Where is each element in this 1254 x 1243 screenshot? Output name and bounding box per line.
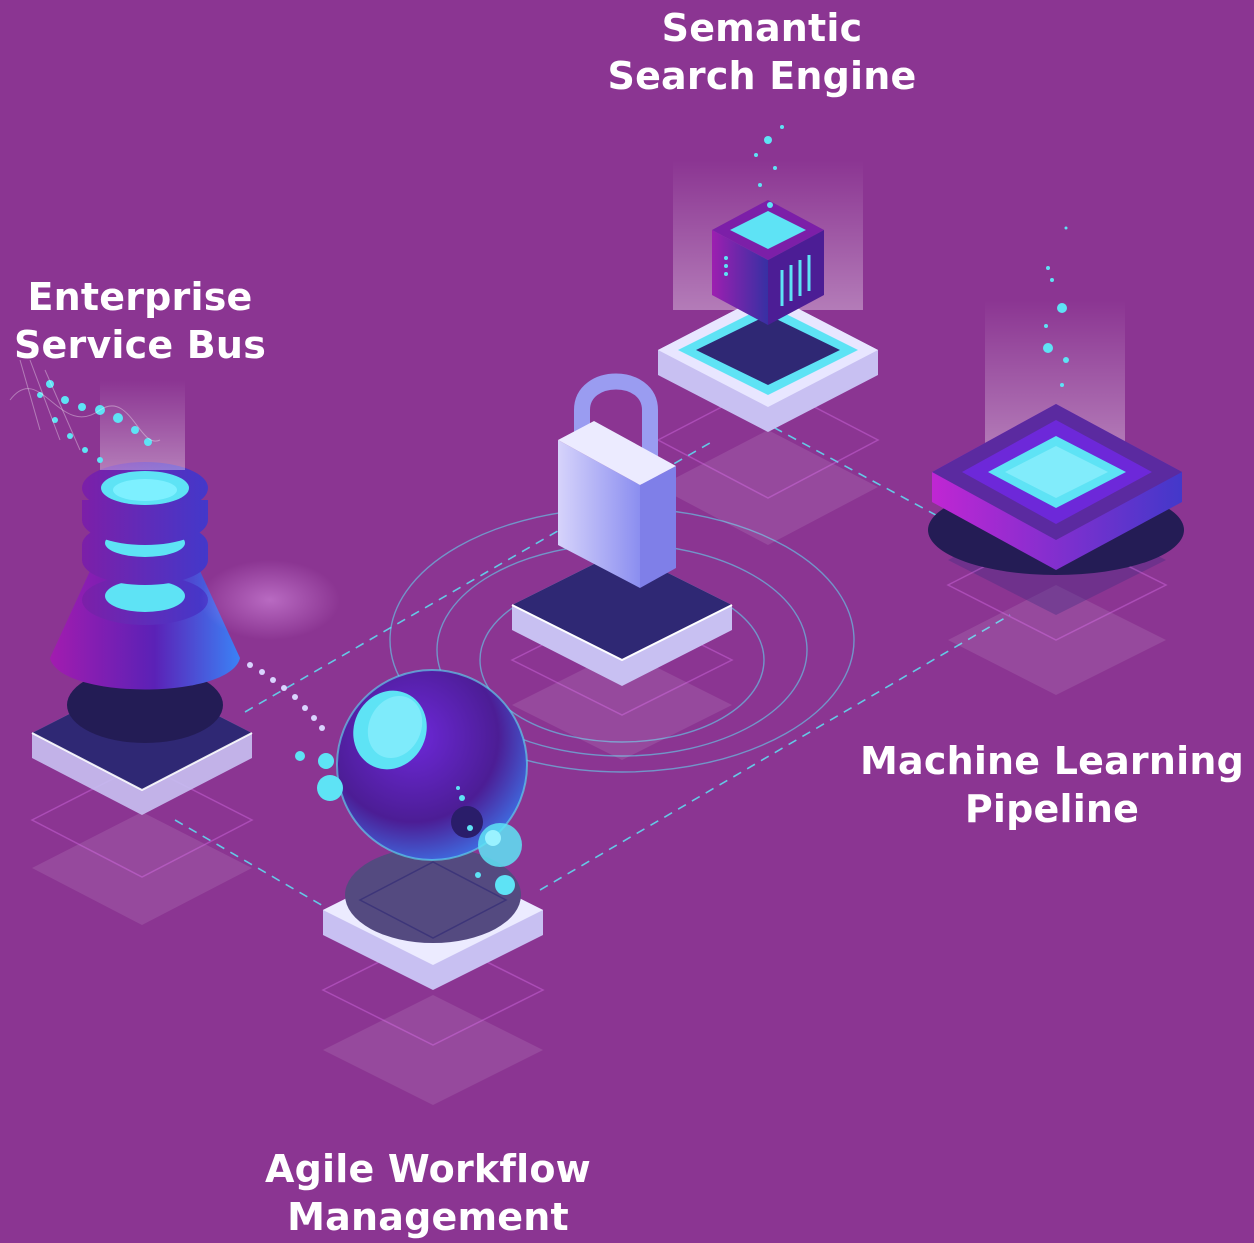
semantic-node bbox=[656, 125, 880, 545]
label-line: Service Bus bbox=[13, 323, 267, 367]
connector-esb-agile bbox=[174, 819, 331, 911]
security-node bbox=[510, 373, 734, 760]
dot-trail-esb-agile bbox=[247, 662, 325, 731]
chip-platform-icon bbox=[932, 404, 1182, 570]
esb-node bbox=[30, 380, 340, 925]
enterprise-service-bus-label: Enterprise Service Bus bbox=[0, 273, 280, 369]
sphere-icon bbox=[336, 669, 528, 895]
label-line: Enterprise bbox=[27, 275, 253, 319]
helix-decoration bbox=[37, 380, 152, 463]
label-line: Semantic bbox=[661, 6, 863, 50]
agile-workflow-management-label: Agile Workflow Management bbox=[228, 1145, 628, 1241]
label-line: Search Engine bbox=[607, 54, 917, 98]
label-line: Agile Workflow bbox=[265, 1147, 591, 1191]
label-line: Machine Learning bbox=[859, 739, 1245, 783]
server-cube-icon bbox=[712, 200, 824, 325]
machine-learning-pipeline-label: Machine Learning Pipeline bbox=[852, 737, 1252, 833]
connector-semantic-ml bbox=[759, 419, 946, 521]
padlock-icon bbox=[558, 373, 676, 588]
ml-node bbox=[928, 226, 1184, 695]
semantic-search-engine-label: Semantic Search Engine bbox=[562, 4, 962, 100]
label-line: Pipeline bbox=[964, 787, 1140, 831]
label-line: Management bbox=[287, 1195, 569, 1239]
agile-node bbox=[295, 669, 545, 1105]
database-stack-icon bbox=[82, 462, 208, 625]
connector-agile-ml bbox=[539, 614, 1011, 891]
